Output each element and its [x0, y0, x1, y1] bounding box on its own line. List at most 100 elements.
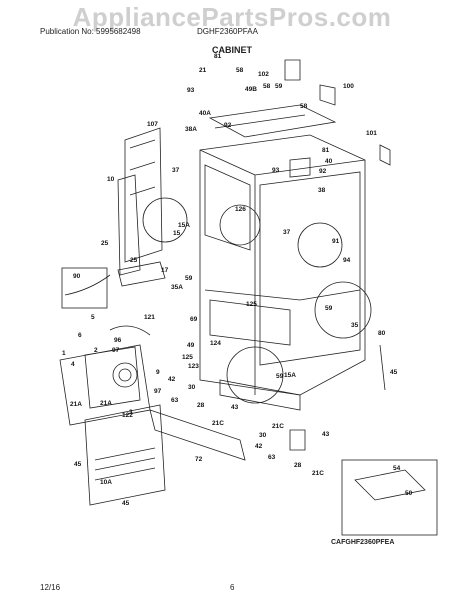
callout-91: 91 — [332, 238, 340, 245]
callout-59: 59 — [325, 305, 333, 312]
section-title: CABINET — [212, 45, 252, 55]
callout-35A: 35A — [171, 284, 183, 291]
callout-40A: 40A — [199, 110, 211, 117]
callout-45: 45 — [74, 461, 82, 468]
callout-21C: 21C — [312, 470, 324, 477]
callout-15A: 15A — [178, 222, 190, 229]
callout-21C: 21C — [212, 420, 224, 427]
callout-93: 93 — [272, 167, 280, 174]
detail-circle-left — [142, 197, 188, 243]
detail-circle-middle — [219, 204, 261, 246]
callout-80: 80 — [378, 330, 386, 337]
callout-59: 59 — [275, 83, 283, 90]
footer-page-number: 6 — [230, 583, 235, 592]
callout-126: 126 — [235, 206, 246, 213]
callout-9: 9 — [156, 369, 160, 376]
callout-107: 107 — [147, 121, 158, 128]
callout-10: 10 — [107, 176, 115, 183]
callout-92: 92 — [224, 122, 232, 129]
callout-30: 30 — [188, 384, 196, 391]
toe-grille — [149, 409, 246, 461]
callout-4: 4 — [71, 361, 75, 368]
callout-42: 42 — [168, 376, 176, 383]
callout-21: 21 — [199, 67, 207, 74]
callout-58: 58 — [263, 83, 271, 90]
rear-panel — [124, 127, 163, 263]
callout-49B: 49B — [245, 86, 257, 93]
callout-122: 122 — [122, 412, 133, 419]
callout-63: 63 — [268, 454, 276, 461]
machine-compartment — [59, 344, 151, 426]
callout-43: 43 — [231, 404, 239, 411]
callout-10A: 10A — [100, 479, 112, 486]
callout-54: 54 — [393, 465, 401, 472]
callout-59: 59 — [185, 275, 193, 282]
callout-38: 38 — [318, 187, 326, 194]
callout-81: 81 — [322, 147, 330, 154]
callout-92: 92 — [319, 168, 327, 175]
callout-121: 121 — [144, 314, 155, 321]
footer-date: 12/16 — [40, 583, 61, 592]
cabinet-outline — [199, 134, 366, 396]
callout-59: 59 — [276, 373, 284, 380]
callout-28: 28 — [294, 462, 302, 469]
callout-2: 2 — [94, 347, 98, 354]
callout-38A: 38A — [185, 126, 197, 133]
callout-124: 124 — [210, 340, 221, 347]
callout-63: 63 — [171, 397, 179, 404]
publication-number: Publication No: 5995682498 — [40, 27, 141, 36]
callout-49: 49 — [187, 342, 195, 349]
callout-25: 25 — [101, 240, 109, 247]
callout-6: 6 — [78, 332, 82, 339]
callout-93: 93 — [187, 87, 195, 94]
callout-123: 123 — [188, 363, 199, 370]
callout-72: 72 — [195, 456, 203, 463]
callout-81: 81 — [214, 53, 222, 60]
callout-97: 97 — [154, 388, 162, 395]
inset-code: CAFGHF2360PFEA — [331, 539, 395, 546]
model-number: DGHF2360PFAA — [197, 27, 258, 36]
callout-3: 3 — [129, 409, 133, 416]
callout-58: 58 — [300, 103, 308, 110]
callout-15A: 15A — [284, 372, 296, 379]
callout-37: 37 — [172, 167, 180, 174]
top-cover — [208, 104, 337, 138]
drip-tray — [117, 261, 166, 287]
detail-circle-right-lower — [314, 281, 372, 339]
detail-circle-right-upper — [297, 222, 343, 268]
callout-94: 94 — [343, 257, 351, 264]
callout-100: 100 — [343, 83, 354, 90]
callout-40: 40 — [325, 158, 333, 165]
callout-45: 45 — [390, 369, 398, 376]
callout-21A: 21A — [70, 401, 82, 408]
callout-21A: 21A — [100, 400, 112, 407]
callout-58: 58 — [236, 67, 244, 74]
callout-35: 35 — [351, 322, 359, 329]
watermark: AppliancePartsPros.com — [72, 2, 392, 32]
callout-125: 125 — [246, 301, 257, 308]
inset-box — [341, 459, 438, 536]
callout-25: 25 — [130, 257, 138, 264]
callout-45: 45 — [122, 500, 130, 507]
lower-panel — [84, 404, 166, 506]
callout-42: 42 — [255, 443, 263, 450]
callout-30: 30 — [259, 432, 267, 439]
callout-102: 102 — [258, 71, 269, 78]
callout-50: 50 — [405, 490, 413, 497]
callout-97: 97 — [112, 347, 120, 354]
callout-15: 15 — [173, 230, 181, 237]
callout-125: 125 — [182, 354, 193, 361]
callout-37: 37 — [283, 229, 291, 236]
callout-96: 96 — [114, 337, 122, 344]
callout-5: 5 — [91, 314, 95, 321]
detail-circle-lower — [226, 346, 284, 404]
callout-1: 1 — [62, 350, 66, 357]
callout-28: 28 — [197, 402, 205, 409]
callout-101: 101 — [366, 130, 377, 137]
callout-21C: 21C — [272, 423, 284, 430]
callout-43: 43 — [322, 431, 330, 438]
callout-17: 17 — [161, 267, 169, 274]
callout-90: 90 — [73, 273, 81, 280]
